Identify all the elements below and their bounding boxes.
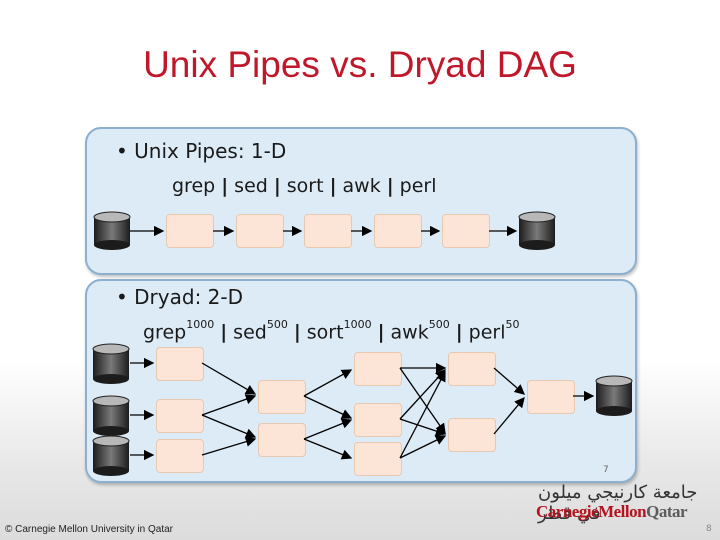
pipe-separator: |	[273, 175, 281, 197]
storage-cylinder-icon	[93, 211, 131, 250]
dag-vertex-grep	[156, 347, 204, 381]
cmd-sort: sort	[286, 175, 324, 197]
pipe-separator: |	[220, 321, 228, 344]
pipeline-vertex	[442, 214, 490, 248]
dag-vertex-awk	[448, 418, 496, 452]
vertex-count: 1000	[186, 318, 215, 331]
cmd-sed: sed	[234, 175, 268, 197]
unix-pipes-panel	[85, 127, 637, 275]
university-logo: CarnegieMellonQatar	[536, 502, 688, 522]
pipe-separator: |	[377, 321, 385, 344]
cmd-grep: grep	[143, 321, 187, 344]
slide-footer: © Carnegie Mellon University in Qatar	[5, 524, 173, 535]
storage-cylinder-icon	[518, 211, 556, 250]
vertex-count: 500	[266, 318, 288, 331]
pipe-separator: |	[455, 321, 463, 344]
cmd-sed: sed	[233, 321, 267, 344]
page-number: 8	[706, 524, 712, 534]
storage-cylinder-icon	[92, 435, 130, 476]
logo-brand-suffix: Qatar	[646, 502, 688, 521]
storage-cylinder-icon	[92, 395, 130, 436]
pipeline-vertex	[166, 214, 214, 248]
vertex-count: 1000	[343, 318, 372, 331]
storage-cylinder-icon	[92, 343, 130, 384]
cmd-perl: perl	[468, 321, 506, 344]
pipeline-vertex	[304, 214, 352, 248]
vertex-count: 50	[505, 318, 520, 331]
cmd-perl: perl	[399, 175, 437, 197]
dag-vertex-sort	[354, 442, 402, 476]
pipe-separator: |	[221, 175, 229, 197]
dag-vertex-sort	[354, 403, 402, 437]
inner-page-number: 7	[603, 465, 609, 475]
cmd-awk: awk	[390, 321, 429, 344]
cmd-sort: sort	[306, 321, 344, 344]
dryad-bullet: • Dryad: 2-D	[116, 285, 244, 309]
dag-vertex-sort	[354, 352, 402, 386]
unix-pipes-bullet: • Unix Pipes: 1-D	[116, 139, 287, 163]
cmd-awk: awk	[342, 175, 381, 197]
pipe-separator: |	[386, 175, 394, 197]
cmd-grep: grep	[172, 175, 216, 197]
vertex-count: 500	[428, 318, 450, 331]
dag-vertex-perl	[527, 380, 575, 414]
dag-edges	[130, 357, 595, 461]
university-logo-arabic: جامعة كارنيجي ميلون في قطر	[538, 482, 698, 524]
slide-title: Unix Pipes vs. Dryad DAG	[143, 44, 577, 85]
logo-brand: CarnegieMellon	[536, 502, 647, 521]
dag-vertex-sed	[258, 380, 306, 414]
storage-cylinder-icon	[595, 375, 633, 416]
dag-vertex-grep	[156, 439, 204, 473]
dryad-command-line: grep1000|sed500|sort1000|awk500|perl50	[143, 318, 520, 344]
pipe-separator: |	[293, 321, 301, 344]
unix-pipes-command-line: grep|sed|sort|awk|perl	[172, 175, 437, 197]
pipe-separator: |	[329, 175, 337, 197]
